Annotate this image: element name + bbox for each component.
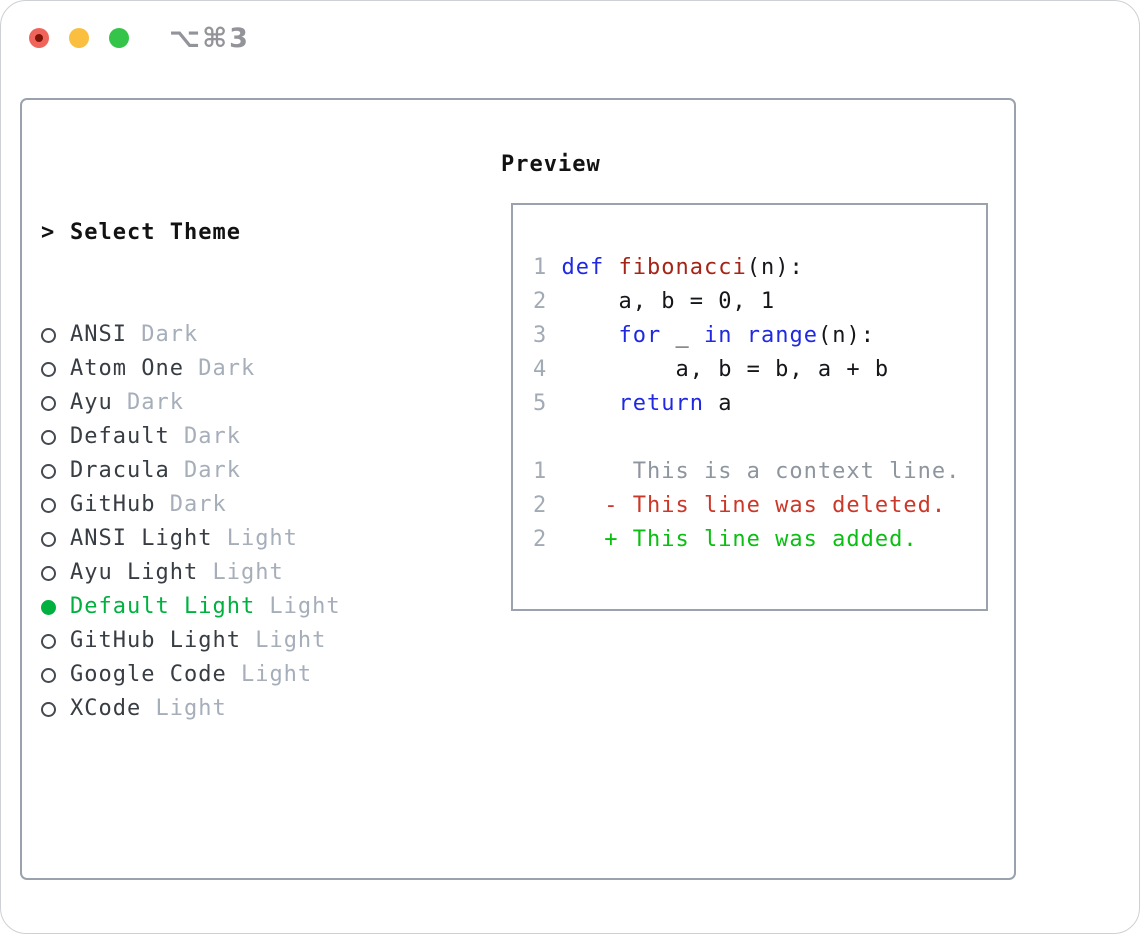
theme-option[interactable]: GitHub Light Light [41, 624, 440, 658]
theme-option[interactable]: Default Light Light [41, 590, 440, 624]
window-title: ⌥⌘3 [169, 23, 250, 54]
radio-unselected-icon [41, 395, 70, 411]
code-line: 1 This is a context line. [533, 459, 961, 484]
radio-unselected-icon [41, 327, 70, 343]
theme-option[interactable]: Ayu Dark [41, 386, 440, 420]
radio-unselected-icon [41, 633, 70, 649]
radio-unselected-icon [41, 361, 70, 377]
preview-title: Preview [501, 152, 601, 177]
theme-variant-label: Light [141, 696, 227, 721]
theme-option[interactable]: GitHub Dark [41, 488, 440, 522]
theme-option-label: Atom One [70, 356, 184, 381]
theme-variant-label: Light [226, 662, 313, 687]
theme-variant-label: Light [212, 526, 298, 551]
theme-variant-label: Dark [183, 356, 256, 381]
select-theme-title: Select Theme [70, 220, 241, 245]
theme-option[interactable]: Default Dark [41, 420, 440, 454]
minimize-button[interactable] [69, 28, 89, 48]
close-button[interactable] [29, 28, 49, 48]
radio-selected-icon [41, 599, 70, 615]
theme-option-label: Ayu [70, 390, 113, 415]
cursor-arrow-icon: > [41, 220, 56, 245]
line-number: 5 [533, 391, 548, 416]
theme-variant-label: Light [240, 628, 327, 653]
code-line: 2 + This line was added. [533, 527, 918, 552]
radio-unselected-icon [41, 429, 70, 445]
radio-unselected-icon [41, 565, 70, 581]
theme-option-label: GitHub Light [70, 628, 241, 653]
theme-option-label: ANSI [70, 322, 127, 347]
theme-variant-label: Dark [169, 458, 241, 483]
line-number: 1 [533, 459, 548, 484]
line-number: 3 [533, 323, 548, 348]
radio-unselected-icon [41, 463, 70, 479]
theme-option[interactable]: ANSI Dark [41, 318, 440, 352]
radio-unselected-icon [41, 667, 70, 683]
radio-unselected-icon [41, 531, 70, 547]
line-number: 2 [533, 493, 548, 518]
code-line: 1 def fibonacci(n): [533, 255, 804, 280]
theme-variant-label: Light [198, 560, 284, 585]
radio-unselected-icon [41, 701, 70, 717]
select-theme-header: > Select Theme [41, 216, 440, 250]
theme-option[interactable]: ANSI Light Light [41, 522, 440, 556]
line-number: 2 [533, 289, 548, 314]
zoom-button[interactable] [109, 28, 129, 48]
theme-option-label: XCode [70, 696, 142, 721]
titlebar: ⌥⌘3 [1, 1, 1139, 98]
theme-option-label: Default [70, 424, 170, 449]
code-line: 4 a, b = b, a + b [533, 357, 890, 382]
theme-variant-label: Dark [169, 424, 241, 449]
theme-variant-label: Light [255, 594, 341, 619]
theme-option-label: Dracula [70, 458, 170, 483]
theme-option-label: ANSI Light [70, 526, 213, 551]
code-line: 2 a, b = 0, 1 [533, 289, 776, 314]
theme-variant-label: Dark [155, 492, 227, 517]
theme-option-label: Default Light [70, 594, 256, 619]
code-preview-box: 1 def fibonacci(n): 2 a, b = 0, 1 3 for _ … [511, 203, 988, 611]
theme-variant-label: Dark [126, 322, 199, 347]
theme-option[interactable]: Ayu Light Light [41, 556, 440, 590]
code-line: 3 for _ in range(n): [533, 323, 875, 348]
theme-option-label: Google Code [70, 662, 227, 687]
code-line: 5 return a [533, 391, 733, 416]
line-number: 2 [533, 527, 548, 552]
theme-option[interactable]: XCode Light [41, 692, 440, 726]
theme-option[interactable]: Dracula Dark [41, 454, 440, 488]
apply-to-title: Apply To [70, 930, 184, 933]
theme-option[interactable]: Atom One Dark [41, 352, 440, 386]
line-number: 1 [533, 255, 548, 280]
apply-to-section: Apply To User SettingsWorkspace Settings [41, 862, 440, 933]
code-line [533, 421, 976, 455]
theme-option-label: GitHub [70, 492, 156, 517]
code-line: 2 - This line was deleted. [533, 493, 947, 518]
radio-unselected-icon [41, 497, 70, 513]
line-number: 4 [533, 357, 548, 382]
theme-variant-label: Dark [112, 390, 184, 415]
apply-to-header: Apply To [41, 930, 440, 933]
theme-option-label: Ayu Light [70, 560, 199, 585]
theme-option[interactable]: Google Code Light [41, 658, 440, 692]
